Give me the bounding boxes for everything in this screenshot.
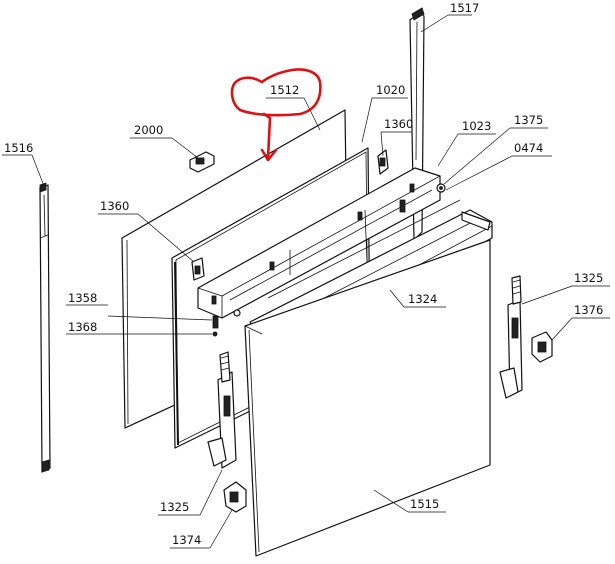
label-1374: 1374 [172,533,201,547]
label-1512: 1512 [270,83,299,97]
part-hinge-receiver [223,481,247,513]
label-1020: 1020 [376,83,405,97]
part-front-outer-glass [244,239,491,557]
label-1368: 1368 [68,320,97,334]
label-2000: 2000 [134,123,163,137]
part-side-trim-left [39,182,51,473]
label-1023: 1023 [462,119,491,133]
label-1360-lower: 1360 [100,199,129,213]
highlight-annotation [230,68,322,162]
label-1325-left: 1325 [160,500,189,514]
label-1376: 1376 [574,303,603,317]
label-0474: 0474 [514,141,543,155]
part-small-screw [212,315,219,337]
part-screw-washer [399,183,446,213]
label-1324: 1324 [408,292,437,306]
label-1325-right: 1325 [574,271,603,285]
part-top-frame [197,167,441,319]
label-1517: 1517 [450,1,479,15]
leader-lines [2,14,610,549]
part-hinge-right [499,275,523,399]
part-glass-clip-lower [191,257,205,281]
label-1515: 1515 [410,497,439,511]
label-1516: 1516 [4,141,33,155]
label-1375: 1375 [514,113,543,127]
part-side-rails [289,209,368,275]
label-1360-upper: 1360 [384,117,413,131]
part-hinge-left [207,351,237,469]
part-hinge-receiver-right [531,331,553,363]
part-bracket [189,151,215,173]
part-glass-clip-upper [377,149,389,175]
label-1358: 1358 [68,291,97,305]
